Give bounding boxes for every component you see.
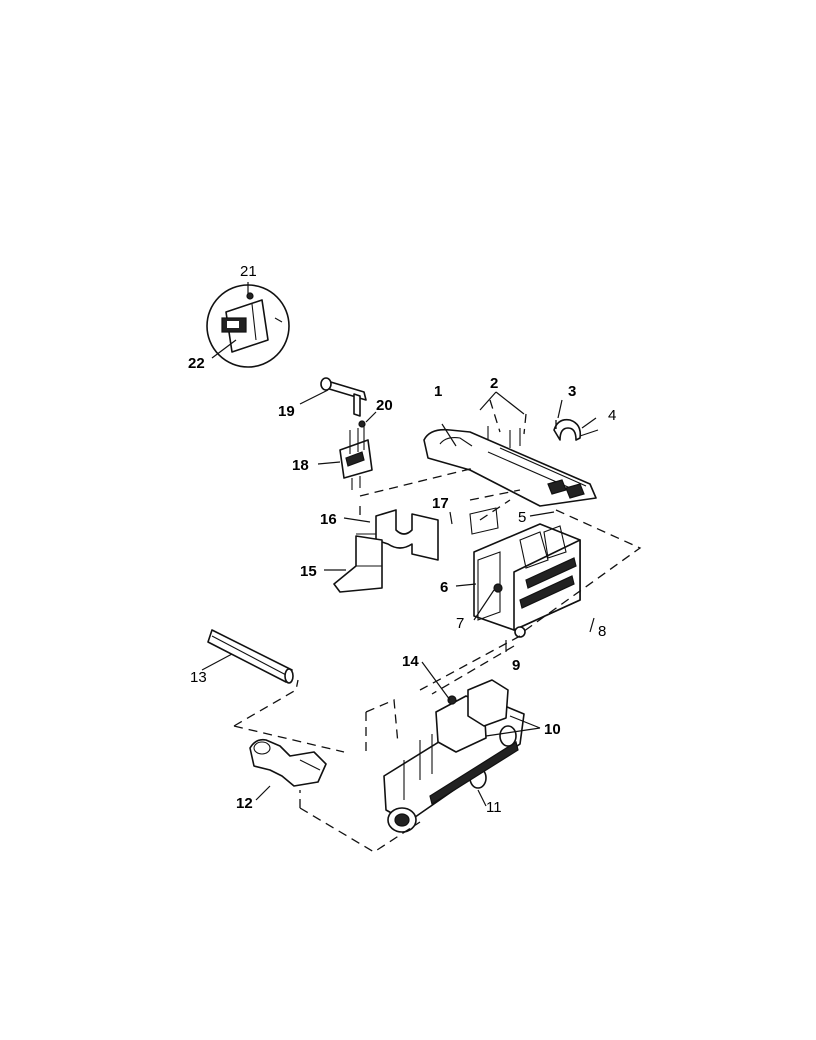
part-10-valve-body [383,679,525,833]
part-12-elbow [249,738,327,787]
part-16-bracket [356,509,439,561]
callout-8: 8 [598,623,606,640]
part-19-pin [320,377,367,417]
leader-lines [201,282,597,807]
callout-labels: 21 22 19 20 18 1 2 3 4 16 17 5 15 6 7 8 … [188,263,616,816]
part-6-housing [469,507,581,638]
callout-19: 19 [278,403,295,420]
callout-9: 9 [512,657,520,674]
callout-6: 6 [440,579,448,596]
callout-14: 14 [402,653,419,670]
detail-inset-circle [206,284,290,368]
part-1-bracket [423,426,597,507]
callout-1: 1 [434,383,442,400]
part-18-switch [339,420,373,490]
callout-13: 13 [190,669,207,686]
callout-7: 7 [456,615,464,632]
part-15-bracket [333,535,383,593]
part-4-clip [553,418,599,441]
callout-4: 4 [608,407,616,424]
callout-17: 17 [432,495,449,512]
callout-15: 15 [300,563,317,580]
part-13-tube [207,629,294,684]
callout-11: 11 [486,799,502,816]
callout-18: 18 [292,457,309,474]
callout-5: 5 [518,509,526,526]
callout-20: 20 [376,397,393,414]
callout-21: 21 [240,263,257,280]
callout-2: 2 [490,375,498,392]
callout-3: 3 [568,383,576,400]
callout-10: 10 [544,721,561,738]
assembly-dashed-lines [233,399,642,853]
callout-22: 22 [188,355,205,372]
callout-16: 16 [320,511,337,528]
callout-12: 12 [236,795,253,812]
